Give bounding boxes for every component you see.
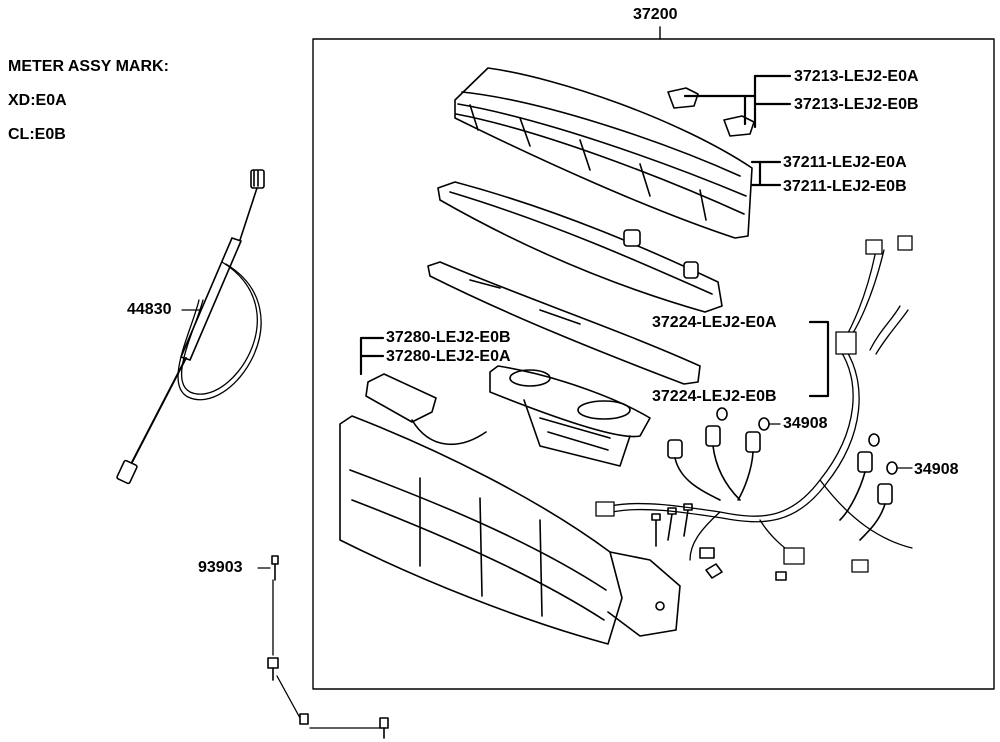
meter-note-heading: METER ASSY MARK: [8,58,169,75]
meter-note-cl: CL:E0B [8,126,66,143]
screws-set [651,503,787,581]
callout-44830: 44830 [127,301,172,318]
bulb-sockets [667,407,898,541]
meter-top-cover [454,67,753,239]
display-board [427,261,701,385]
callout-37213-b: 37213-LEJ2-E0B [794,96,919,113]
meter-inner-panel [437,181,723,313]
bracket-37224 [808,320,830,398]
callout-37224-a: 37224-LEJ2-E0A [652,314,777,331]
callout-37211-a: 37211-LEJ2-E0A [783,154,907,171]
assembly-number: 37200 [633,6,678,23]
callout-37224-b: 37224-LEJ2-E0B [652,388,777,405]
callout-37280-a: 37280-LEJ2-E0A [386,348,511,365]
gauge-unit [489,365,651,467]
bolt-set [257,555,389,739]
callout-34908-a: 34908 [783,415,828,432]
meter-note-xd: XD:E0A [8,92,67,109]
callout-37213-a: 37213-LEJ2-E0A [794,68,919,85]
rubber-caps [667,87,755,137]
speedometer-cable [116,169,265,485]
callout-34908-b: 34908 [914,461,959,478]
assembly-frame [312,38,995,690]
bracket-37280 [359,336,385,376]
bracket-37213 [683,74,792,129]
callout-93903: 93903 [198,559,243,576]
wiring-harness [595,235,913,573]
bracket-37211 [750,160,782,187]
meter-case [339,415,681,645]
callout-37280-b: 37280-LEJ2-E0B [386,329,511,346]
socket-37280 [365,373,487,445]
callout-37211-b: 37211-LEJ2-E0B [783,178,907,195]
